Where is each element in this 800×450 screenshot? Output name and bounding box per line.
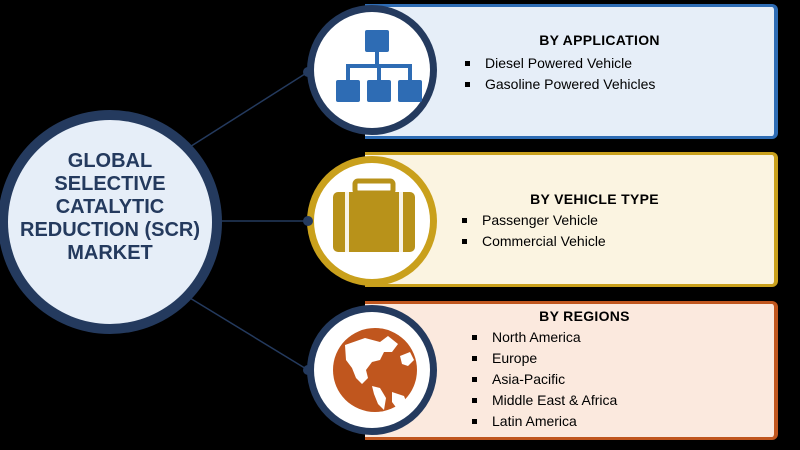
list-item: Passenger Vehicle: [460, 210, 606, 231]
list-item: Commercial Vehicle: [460, 231, 606, 252]
panel-title-application: BY APPLICATION: [539, 32, 660, 48]
panel-title-regions: BY REGIONS: [539, 308, 630, 324]
list-item: Diesel Powered Vehicle: [463, 53, 655, 74]
list-item: Gasoline Powered Vehicles: [463, 74, 655, 95]
panel-title-vehicle-type: BY VEHICLE TYPE: [530, 191, 659, 207]
list-item: Latin America: [470, 411, 617, 432]
panel-application: BY APPLICATION Diesel Powered Vehicle Ga…: [365, 4, 778, 139]
vehicle-type-icon-circle: [303, 156, 437, 286]
main-title: GLOBAL SELECTIVE CATALYTIC REDUCTION (SC…: [10, 150, 210, 265]
connector-line-regions: [184, 294, 309, 371]
hierarchy-icon: [336, 30, 422, 102]
list-item: North America: [470, 327, 617, 348]
bullet-list-application: Diesel Powered Vehicle Gasoline Powered …: [463, 53, 655, 95]
connector-line-application: [184, 71, 309, 151]
bullet-list-regions: North America Europe Asia-Pacific Middle…: [470, 327, 617, 432]
main-title-line: CATALYTIC: [55, 196, 165, 218]
list-item: Asia-Pacific: [470, 369, 617, 390]
briefcase-icon: [333, 178, 415, 252]
regions-icon-circle: [303, 305, 437, 435]
main-title-line: SELECTIVE: [54, 173, 166, 195]
main-title-line: MARKET: [67, 242, 153, 264]
bullet-list-vehicle-type: Passenger Vehicle Commercial Vehicle: [460, 210, 606, 252]
list-item: Europe: [470, 348, 617, 369]
globe-icon: [333, 328, 417, 412]
main-title-line: GLOBAL: [67, 150, 153, 172]
main-title-line: REDUCTION (SCR): [20, 219, 200, 241]
list-item: Middle East & Africa: [470, 390, 617, 411]
application-icon-circle: [303, 5, 437, 135]
